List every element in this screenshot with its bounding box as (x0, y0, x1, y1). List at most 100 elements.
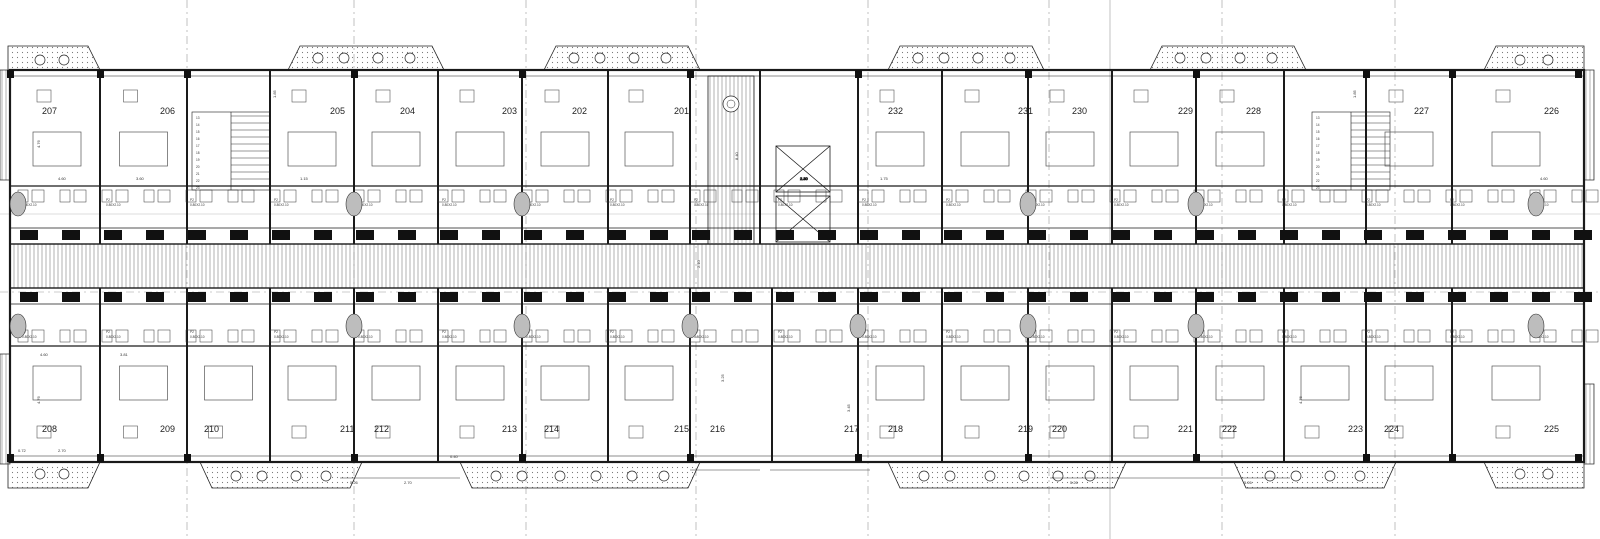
bed (1491, 131, 1541, 167)
pillar (1187, 191, 1205, 217)
pillar (345, 313, 363, 339)
room-number: 212 (374, 424, 389, 434)
nightstand (1388, 89, 1404, 103)
stair-step-number: 13 (196, 116, 200, 120)
nightstand (628, 89, 644, 103)
column (687, 70, 694, 78)
nightstand (1219, 89, 1235, 103)
toilet (1235, 329, 1247, 343)
toilet (1403, 329, 1415, 343)
dim-bay-small: 2.70 (58, 448, 67, 453)
basin (1291, 329, 1305, 343)
toilet (1277, 189, 1289, 203)
nightstand (123, 425, 138, 439)
toilet (563, 329, 575, 343)
stair-step-number: 20 (196, 165, 200, 169)
shower-tray (524, 292, 542, 302)
shower-tray (1028, 292, 1046, 302)
shower-tray (398, 230, 416, 240)
toilet (731, 189, 743, 203)
toilet (1319, 329, 1331, 343)
shower-tray (1280, 292, 1298, 302)
door-tag: P2 (1450, 198, 1454, 202)
pillar (1187, 313, 1205, 339)
stair-step-number: 16 (196, 137, 200, 141)
basin (955, 189, 969, 203)
toilet (269, 189, 281, 203)
shower-tray (1112, 230, 1130, 240)
door-tag: P2 (862, 198, 866, 202)
door-tag-size: 0.80X2.10 (190, 203, 205, 207)
room-number: 209 (160, 424, 175, 434)
column (1449, 454, 1456, 462)
shower-tray (1238, 230, 1256, 240)
stair-step-number: 21 (196, 172, 200, 176)
basin (1543, 189, 1557, 203)
shower-tray (944, 230, 962, 240)
room-number: 206 (160, 106, 175, 116)
dim-depth-bottom: 4.76 (36, 395, 41, 404)
toilet (143, 189, 155, 203)
basin (115, 329, 129, 343)
door-tag: P2 (610, 330, 614, 334)
basin (73, 329, 87, 343)
stair-step-number: 15 (1316, 130, 1320, 134)
nightstand (879, 425, 895, 439)
basin (997, 189, 1011, 203)
basin (1123, 329, 1137, 343)
shower-tray (104, 230, 122, 240)
shower-tray (482, 292, 500, 302)
dim-bay-mid: 5.26 (350, 480, 359, 485)
shower-tray (146, 230, 164, 240)
shower-tray (440, 230, 458, 240)
shower-tray (1154, 230, 1172, 240)
bed (204, 365, 253, 401)
door-tag: P2 (442, 198, 446, 202)
basin (535, 329, 549, 343)
toilet (773, 189, 785, 203)
door-tag-size: 0.80X2.10 (1282, 335, 1297, 339)
basin (1417, 189, 1431, 203)
bed (287, 365, 337, 401)
basin (787, 329, 801, 343)
dim-stair-depth-right: 1.85 (1352, 89, 1357, 98)
shower-tray (188, 292, 206, 302)
toilet (647, 189, 659, 203)
column (1449, 70, 1456, 78)
shower-tray (650, 230, 668, 240)
elevator-depth-label: 8.40 (734, 151, 739, 160)
door-tag-size: 0.80X2.10 (1030, 203, 1045, 207)
nightstand (628, 425, 644, 439)
room-number: 205 (330, 106, 345, 116)
basin (703, 329, 717, 343)
basin (1501, 189, 1515, 203)
column (1193, 454, 1200, 462)
room-number: 229 (1178, 106, 1193, 116)
basin (577, 189, 591, 203)
door-tag-size: 0.80X2.10 (1366, 203, 1381, 207)
shower-tray (692, 292, 710, 302)
nightstand (1495, 425, 1511, 439)
column (855, 70, 862, 78)
corridor: 2.10 (9, 243, 1585, 289)
door-tag-size: 0.80X2.10 (610, 335, 625, 339)
basin (115, 189, 129, 203)
toilet (815, 329, 827, 343)
dim-bay-small-2: 2.70 (404, 480, 413, 485)
dim-depth-bottom-right: 4.76 (1298, 395, 1303, 404)
toilet (59, 189, 71, 203)
nightstand (1304, 425, 1320, 439)
door-tag: P2 (190, 330, 194, 334)
shower-tray (1574, 230, 1592, 240)
shower-tray (1322, 230, 1340, 240)
shower-tray (398, 292, 416, 302)
dim-bay-mid-2: 5.26 (1070, 480, 1079, 485)
door-tag: P2 (946, 330, 950, 334)
basin (1375, 189, 1389, 203)
toilet (1109, 329, 1121, 343)
toilet (311, 189, 323, 203)
nightstand (964, 89, 980, 103)
stair-step-number: 15 (196, 130, 200, 134)
room-number: 224 (1384, 424, 1399, 434)
